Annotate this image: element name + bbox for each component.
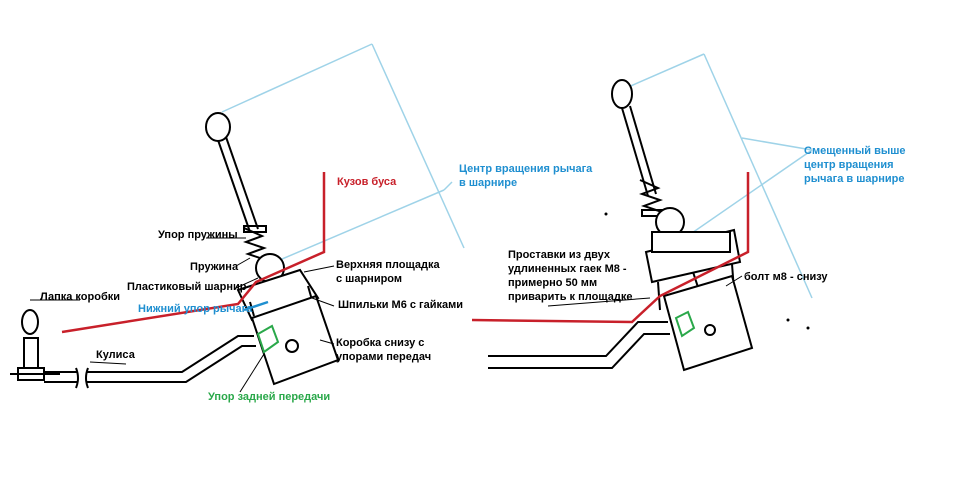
label-body: Кузов буса — [337, 176, 397, 188]
label-lower-lever-stop: Нижний упор рычага — [138, 303, 253, 315]
left-leaders — [30, 237, 335, 393]
label-linkage: Кулиса — [96, 349, 135, 361]
left-body-line — [61, 172, 326, 334]
right-linkage — [488, 321, 670, 369]
label-bolt: болт м8 - снизу — [744, 271, 828, 283]
left-lower-stop — [243, 300, 269, 312]
label-studs: Шпильки М6 с гайками — [338, 299, 464, 311]
label-upper-platform: Верхняя площадка с шарниром — [336, 259, 440, 285]
left-diagram — [10, 43, 465, 393]
label-shifted-center: Смещенный выше центр вращения рычага в ш… — [804, 145, 906, 185]
label-plastic-joint: Пластиковый шарнир — [127, 281, 247, 293]
label-spacers: Проставки из двух удлиненных гаек М8 - п… — [508, 249, 633, 303]
label-rotation-center: Центр вращения рычага в шарнире — [459, 163, 593, 189]
right-dimension-lines — [625, 53, 813, 299]
right-reverse-stop — [674, 310, 696, 338]
label-bottom-box: Коробка снизу с упорами передач — [336, 337, 432, 363]
right-body-line — [471, 172, 750, 324]
right-leaders — [547, 275, 743, 307]
label-box-paw: Лапка коробки — [40, 291, 121, 303]
left-linkage — [44, 335, 256, 389]
left-dimension-lines — [221, 43, 465, 266]
label-reverse-stop: Упор задней передачи — [208, 391, 331, 403]
right-bottom-box — [662, 274, 754, 372]
left-reverse-stop — [256, 324, 280, 354]
left-spring — [243, 225, 267, 261]
label-spring: Пружина — [190, 261, 239, 273]
label-spring-stop: Упор пружины — [158, 229, 238, 241]
right-lever — [611, 79, 713, 331]
right-diagram — [471, 53, 813, 372]
left-box-paw — [10, 309, 60, 381]
